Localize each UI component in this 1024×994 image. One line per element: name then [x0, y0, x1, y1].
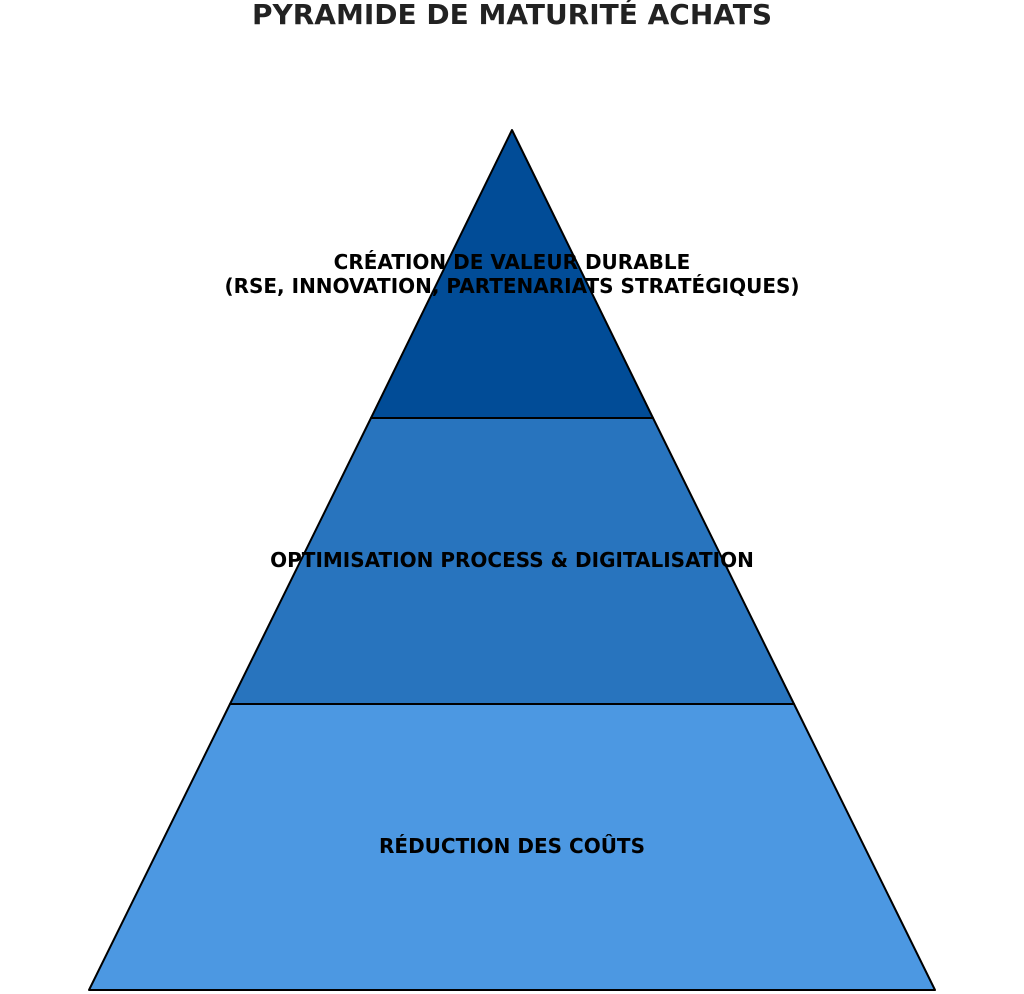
pyramid-level-top — [370, 129, 654, 419]
pyramid-title: PYRAMIDE DE MATURITÉ ACHATS — [251, 0, 773, 31]
pyramid-level-top-label-line-2: (RSE, INNOVATION, PARTENARIATS STRATÉGIQ… — [224, 274, 799, 298]
pyramid-level-top-label-line-1: CRÉATION DE VALEUR DURABLE — [334, 250, 691, 274]
pyramid-level-bottom-label: RÉDUCTION DES COÛTS — [379, 834, 645, 858]
pyramid-level-middle-label: OPTIMISATION PROCESS & DIGITALISATION — [270, 548, 754, 572]
